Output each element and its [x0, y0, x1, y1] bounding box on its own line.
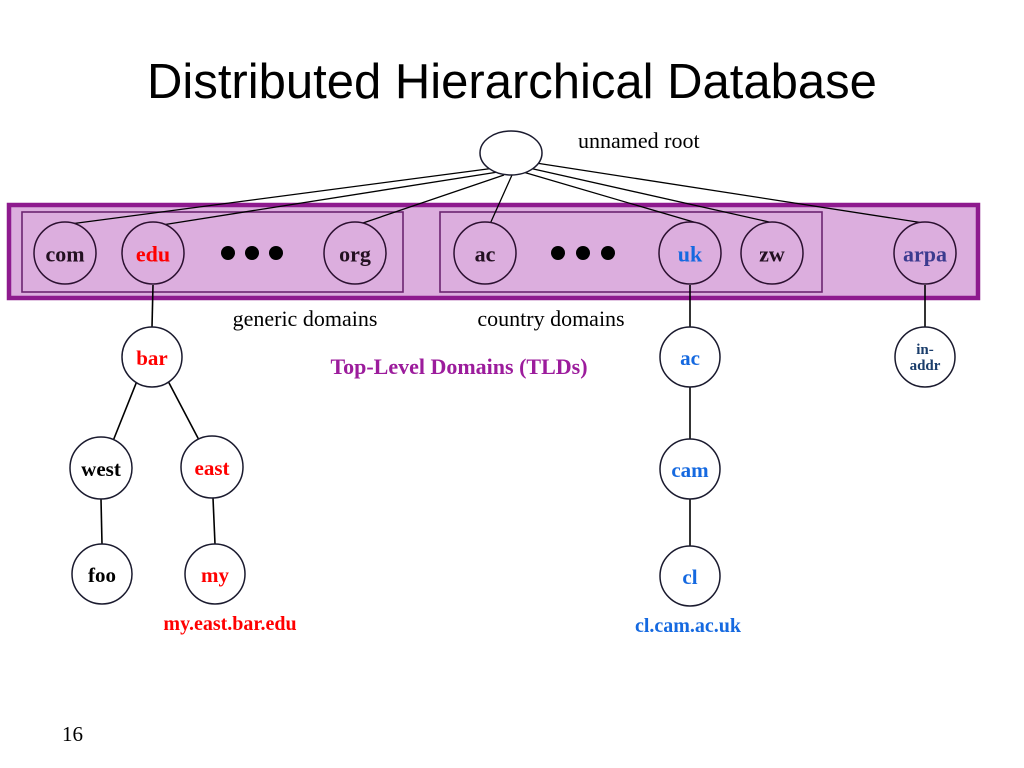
generic-domains-group-rect	[21, 211, 404, 293]
root-edge-to-uk	[522, 171, 698, 224]
tld-node-label-ac: ac	[475, 242, 496, 267]
tld-caption: Top-Level Domains (TLDs)	[330, 354, 587, 379]
tree-node-label-east-467: east	[195, 456, 230, 480]
root-annotation-label: unnamed root	[578, 128, 700, 153]
tld-node-arpa[interactable]	[893, 221, 957, 285]
tree-node-in-addr[interactable]	[894, 326, 956, 388]
page-number: 16	[62, 722, 83, 746]
fqdn-left-caption: my.east.bar.edu	[163, 613, 296, 635]
tree-node-east-467[interactable]	[180, 435, 244, 499]
tree-node-label-in-addr: in-addr	[910, 342, 941, 374]
tld-node-label-uk: uk	[678, 242, 703, 267]
page-title: Distributed Hierarchical Database	[147, 55, 877, 109]
generic-domains-group-caption: generic domains	[233, 306, 378, 331]
tree-node-label-foo-574: foo	[88, 563, 116, 587]
edge-layer	[69, 162, 931, 546]
tld-node-zw[interactable]	[740, 221, 804, 285]
tld-node-org[interactable]	[323, 221, 387, 285]
edge-east-to-my	[212, 497, 216, 545]
tree-node-foo-574[interactable]	[71, 543, 133, 605]
tld-node-label-org: org	[339, 242, 371, 267]
tree-node-ac-357[interactable]	[659, 326, 721, 388]
country-ellipsis-dot-1	[551, 246, 565, 260]
edge-bar-to-east	[167, 380, 200, 441]
in-addr-line2: addr	[910, 358, 941, 374]
tree-node-label-cam-469: cam	[671, 458, 709, 482]
edge-west-to-foo	[100, 498, 103, 545]
edge-edu-to-bar	[151, 284, 154, 328]
generic-ellipsis-dot-3	[269, 246, 283, 260]
country-domains-group-rect	[439, 211, 823, 293]
root-edge-to-ac	[489, 174, 513, 225]
edge-bar-to-west	[112, 380, 138, 442]
generic-ellipsis-dot-1	[221, 246, 235, 260]
tree-node-label-my-574: my	[201, 563, 229, 587]
country-domains-group-caption: country domains	[477, 306, 624, 331]
generic-ellipsis-dot-2	[245, 246, 259, 260]
in-addr-line1: in-	[916, 342, 934, 358]
root-edge-to-com	[69, 167, 496, 225]
tld-node-label-arpa: arpa	[903, 242, 947, 267]
tld-node-label-zw: zw	[759, 242, 785, 267]
root-edge-to-arpa	[535, 162, 931, 225]
tld-node-label-edu: edu	[136, 242, 170, 267]
fqdn-right-caption: cl.cam.ac.uk	[635, 615, 742, 637]
tld-node-edu[interactable]	[121, 221, 185, 285]
tree-node-label-west-468: west	[81, 457, 121, 481]
tree-node-cl-576[interactable]	[659, 545, 721, 607]
root-edge-to-org	[359, 174, 505, 225]
tree-node-my-574[interactable]	[184, 543, 246, 605]
country-ellipsis-dot-3	[601, 246, 615, 260]
root-edge-to-zw	[528, 167, 779, 225]
tree-node-label-ac-357: ac	[680, 346, 700, 370]
tld-node-ac[interactable]	[453, 221, 517, 285]
root-node[interactable]	[479, 130, 543, 176]
root-edge-to-edu	[161, 171, 499, 226]
tld-node-uk[interactable]	[658, 221, 722, 285]
tree-node-bar-357[interactable]	[121, 326, 183, 388]
text-layer: unnamed root com edu org ac uk zw arpa generic d…	[45, 128, 947, 637]
tree-node-label-bar-357: bar	[136, 346, 168, 370]
country-ellipsis-dot-2	[576, 246, 590, 260]
tree-node-cam-469[interactable]	[659, 438, 721, 500]
tld-node-label-com: com	[45, 242, 84, 267]
tld-node-com[interactable]	[33, 221, 97, 285]
tree-node-label-cl-576: cl	[682, 565, 697, 589]
tree-node-west-468[interactable]	[69, 436, 133, 500]
node-layer	[33, 130, 957, 607]
